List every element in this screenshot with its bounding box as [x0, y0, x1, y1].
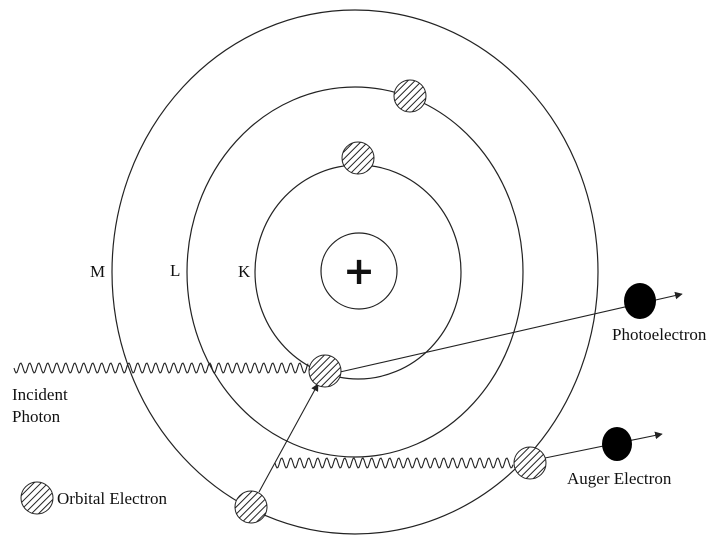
incident-photon-label-line2: Photon — [12, 407, 61, 426]
shell-label-l: L — [170, 261, 180, 280]
orbital-electron-k-vacancy — [308, 354, 342, 388]
auger-electron-label: Auger Electron — [567, 469, 672, 488]
orbital-electron-m-top — [393, 79, 427, 113]
orbital-electron-l-top — [341, 141, 375, 175]
incident-photon-wave — [13, 362, 309, 374]
legend-orbital-electron-label: Orbital Electron — [57, 489, 167, 508]
legend-orbital-electron-icon — [20, 481, 54, 515]
shell-l — [186, 86, 524, 458]
incident-photon-label-line1: Incident — [12, 385, 68, 404]
photoelectron-label: Photoelectron — [612, 325, 707, 344]
shell-label-m: M — [90, 262, 105, 281]
photoelectron — [624, 283, 656, 319]
nucleus-symbol: + — [343, 249, 375, 293]
shell-m — [111, 9, 599, 535]
orbital-electron-m-right — [513, 446, 547, 480]
electron-transition-arrow — [258, 383, 319, 493]
orbital-electron-m-bottom — [234, 490, 268, 524]
characteristic-photon-wave — [274, 457, 514, 469]
nucleus — [320, 232, 398, 310]
auger-electron — [602, 427, 632, 461]
shell-label-k: K — [238, 262, 251, 281]
